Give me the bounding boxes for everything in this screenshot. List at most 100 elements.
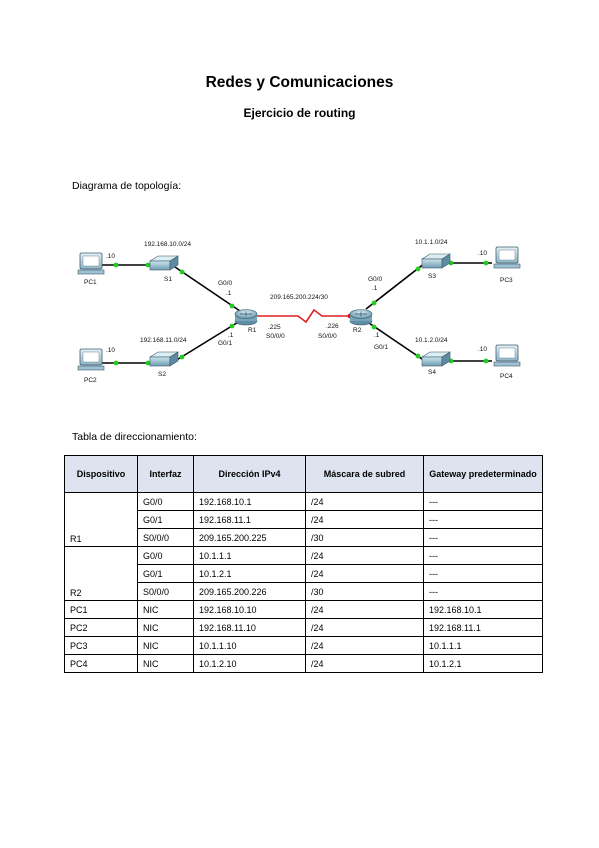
pc4-icon <box>493 344 521 367</box>
gateway-cell: 192.168.10.1 <box>423 600 543 619</box>
pc2-icon <box>77 348 105 371</box>
network-label-2: 192.168.11.0/24 <box>140 337 187 344</box>
r2-s000-label: S0/0/0 <box>318 333 337 340</box>
s3-switch-icon <box>420 253 452 269</box>
device-cell: R2 <box>64 546 138 601</box>
wan-network-label: 209.165.200.224/30 <box>270 294 328 301</box>
device-cell: PC2 <box>64 618 138 637</box>
s2-switch-icon <box>148 351 180 367</box>
ip-cell: 209.165.200.225 <box>193 528 306 547</box>
interface-cell: S0/0/0 <box>137 582 194 601</box>
ip-cell: 209.165.200.226 <box>193 582 306 601</box>
table-row: PC3 NIC 10.1.1.10 /24 10.1.1.1 <box>64 636 543 655</box>
r1-g00-label: G0/0 <box>218 280 232 287</box>
gateway-cell: --- <box>423 564 543 583</box>
r1-router-icon <box>234 309 258 326</box>
diagram-label: Diagrama de topología: <box>72 180 182 192</box>
header-mask: Máscara de subred <box>305 455 424 493</box>
interface-cell: G0/1 <box>137 564 194 583</box>
pc3-icon <box>493 246 521 269</box>
ip-cell: 10.1.1.1 <box>193 546 306 565</box>
r2-g00-ip-label: .1 <box>372 285 378 292</box>
interface-cell: G0/1 <box>137 510 194 529</box>
pc3-label: PC3 <box>500 277 513 284</box>
page-subtitle: Ejercicio de routing <box>243 106 356 120</box>
gateway-cell: 192.168.11.1 <box>423 618 543 637</box>
mask-cell: /24 <box>305 492 424 511</box>
interface-cell: G0/0 <box>137 546 194 565</box>
table-row: R2 G0/0 10.1.1.1 /24 --- <box>64 546 543 601</box>
network-label-4: 10.1.2.0/24 <box>415 337 448 344</box>
pc2-label: PC2 <box>84 377 97 384</box>
gateway-cell: --- <box>423 528 543 547</box>
topology-diagram: PC1 PC2 PC3 PC4 S1 S2 S3 S4 R1 R2 192.16… <box>77 239 521 384</box>
table-label: Tabla de direccionamiento: <box>72 431 197 443</box>
pc1-host-label: .10 <box>106 253 115 260</box>
r2-s000-ip-label: .226 <box>326 323 339 330</box>
interface-cell: NIC <box>137 636 194 655</box>
r1-g01-ip-label: .1 <box>228 332 234 339</box>
table-row: G0/1 192.168.11.1 /24 --- <box>65 510 543 529</box>
link-s2-r1 <box>174 320 241 362</box>
r2-router-icon <box>349 309 373 326</box>
r1-s000-ip-label: .225 <box>268 324 281 331</box>
table-row: G0/1 10.1.2.1 /24 --- <box>65 564 543 583</box>
header-device: Dispositivo <box>64 455 138 493</box>
network-label-1: 192.168.10.0/24 <box>144 241 191 248</box>
s4-label: S4 <box>428 369 436 376</box>
interface-cell: S0/0/0 <box>137 528 194 547</box>
mask-cell: /24 <box>305 546 424 565</box>
table-header-row: Dispositivo Interfaz Dirección IPv4 Másc… <box>64 455 543 493</box>
s1-switch-icon <box>148 255 180 271</box>
gateway-cell: 10.1.1.1 <box>423 636 543 655</box>
header-interface: Interfaz <box>137 455 194 493</box>
mask-cell: /24 <box>305 654 424 673</box>
header-ipv4: Dirección IPv4 <box>193 455 306 493</box>
link-r2-s3 <box>365 262 426 310</box>
table-row: PC2 NIC 192.168.11.10 /24 192.168.11.1 <box>64 618 543 637</box>
ip-cell: 10.1.2.1 <box>193 564 306 583</box>
mask-cell: /24 <box>305 618 424 637</box>
r1-g01-label: G0/1 <box>218 340 232 347</box>
link-s1-r1 <box>174 266 241 312</box>
device-cell: R1 <box>64 492 138 547</box>
r1-label: R1 <box>248 327 257 334</box>
mask-cell: /30 <box>305 582 424 601</box>
table-row: PC4 NIC 10.1.2.10 /24 10.1.2.1 <box>64 654 543 673</box>
pc1-icon <box>77 252 105 275</box>
table-row: S0/0/0 209.165.200.226 /30 --- <box>65 582 543 601</box>
ip-cell: 192.168.11.10 <box>193 618 306 637</box>
ip-cell: 10.1.1.10 <box>193 636 306 655</box>
mask-cell: /24 <box>305 600 424 619</box>
gateway-cell: --- <box>423 582 543 601</box>
r2-g01-ip-label: .1 <box>374 332 380 339</box>
interface-cell: G0/0 <box>137 492 194 511</box>
device-cell: PC1 <box>64 600 138 619</box>
gateway-cell: --- <box>423 510 543 529</box>
s4-switch-icon <box>420 351 452 367</box>
table-row: PC1 NIC 192.168.10.10 /24 192.168.10.1 <box>64 600 543 619</box>
pc3-host-label: .10 <box>478 250 487 257</box>
r2-g00-label: G0/0 <box>368 276 382 283</box>
pc1-label: PC1 <box>84 279 97 286</box>
device-cell: PC3 <box>64 636 138 655</box>
table-row: R1 G0/0 192.168.10.1 /24 --- <box>64 492 543 547</box>
gateway-cell: 10.1.2.1 <box>423 654 543 673</box>
ip-cell: 192.168.11.1 <box>193 510 306 529</box>
s2-label: S2 <box>158 371 166 378</box>
r2-label: R2 <box>353 327 362 334</box>
s3-label: S3 <box>428 273 436 280</box>
page-title: Redes y Comunicaciones <box>205 74 394 91</box>
ip-cell: 192.168.10.1 <box>193 492 306 511</box>
interface-cell: NIC <box>137 618 194 637</box>
table-row: S0/0/0 209.165.200.225 /30 --- <box>65 528 543 547</box>
mask-cell: /24 <box>305 636 424 655</box>
device-cell: PC4 <box>64 654 138 673</box>
s1-label: S1 <box>164 276 172 283</box>
header-gateway: Gateway predeterminado <box>423 455 543 493</box>
ip-cell: 192.168.10.10 <box>193 600 306 619</box>
addressing-table: Dispositivo Interfaz Dirección IPv4 Másc… <box>64 455 543 673</box>
ip-cell: 10.1.2.10 <box>193 654 306 673</box>
r2-g01-label: G0/1 <box>374 344 388 351</box>
mask-cell: /30 <box>305 528 424 547</box>
